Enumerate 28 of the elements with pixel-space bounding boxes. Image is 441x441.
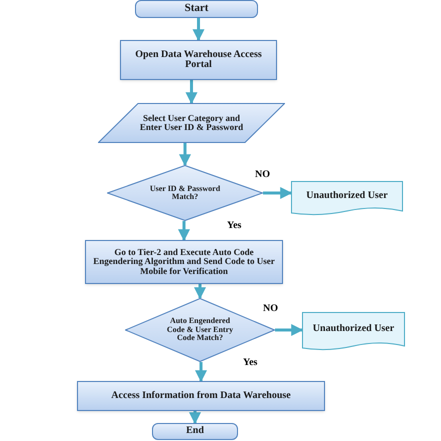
node-text: Access Information from Data Warehouse	[111, 390, 291, 402]
terminal-box	[152, 423, 238, 440]
edge-label: Yes	[242, 358, 258, 368]
edge-label: NO	[254, 170, 271, 180]
edge-label: NO	[262, 304, 279, 314]
arrow	[194, 284, 206, 300]
node-text: Select User Category and Enter User ID & Password	[138, 114, 244, 132]
node-text: End	[186, 426, 204, 437]
process-box	[120, 40, 277, 80]
arrow	[192, 18, 204, 42]
node-text: Unauthorized User	[306, 191, 388, 204]
node-text: Open Data Warehouse Access Portal	[134, 50, 263, 70]
arrow	[186, 80, 198, 104]
edge-label: Yes	[226, 221, 242, 231]
node-text: Go to Tier-2 and Execute Auto Code Engendering Algorithm and Send Code to User Mobile for Verification	[92, 248, 276, 276]
arrow	[195, 362, 207, 382]
node-text: Start	[184, 3, 208, 15]
terminal-box	[135, 0, 258, 18]
node-text: User ID & Password Match?	[148, 184, 222, 202]
arrow	[178, 221, 190, 242]
arrow	[275, 324, 304, 336]
process-box	[85, 240, 283, 284]
process-box	[77, 381, 325, 411]
arrow	[179, 143, 191, 166]
arrow	[189, 411, 201, 424]
node-text: Auto Engendered Code & User Entry Code Match?	[166, 317, 234, 343]
arrow	[263, 187, 292, 199]
node-text: Unauthorized User	[312, 324, 394, 336]
